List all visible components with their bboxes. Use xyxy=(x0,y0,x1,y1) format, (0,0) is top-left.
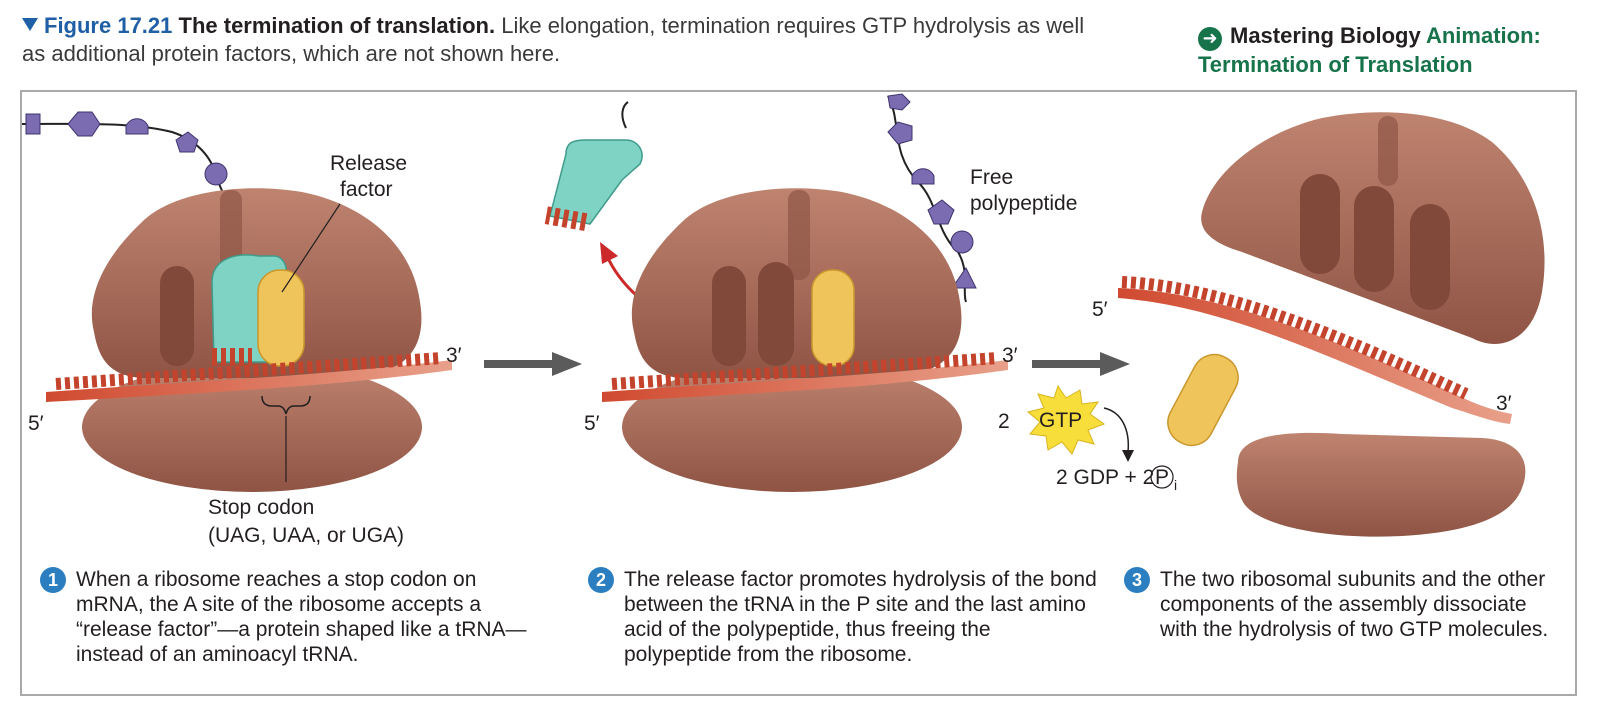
diagram-frame: Release factor Stop codon (UAG, UAA, or … xyxy=(20,90,1577,696)
trna-tail xyxy=(621,101,629,129)
five-prime-label: 5′ xyxy=(584,412,600,435)
arrow-right-circle-icon: ➜ xyxy=(1198,27,1222,51)
mrna-codons xyxy=(611,352,999,390)
e-site xyxy=(160,266,194,366)
figure-title: The termination of translation. xyxy=(178,13,496,38)
gtp-count: 2 xyxy=(998,410,1010,433)
mrna xyxy=(46,360,452,402)
subunit-site xyxy=(1410,204,1450,310)
gtp-burst xyxy=(1026,384,1106,455)
process-arrow-1 xyxy=(484,352,582,376)
panel-2: Free polypeptide 5′ 3′ xyxy=(544,93,1077,492)
stop-codon-brace xyxy=(261,395,311,415)
amino-acid xyxy=(911,168,935,185)
step-2-number: 2 xyxy=(588,567,614,593)
mastering-brand: Mastering Biology xyxy=(1230,23,1421,48)
panel-3: 5′ 3′ xyxy=(1092,112,1545,537)
mrna-codons xyxy=(1121,276,1469,400)
phosphate-p: P xyxy=(1155,466,1169,489)
figure-label: Figure 17.21 xyxy=(44,13,173,38)
free-polypeptide-label-1: Free xyxy=(970,166,1013,189)
step-2: 2 The release factor promotes hydrolysis… xyxy=(588,567,1098,667)
amino-acid xyxy=(67,111,101,137)
stop-codon-label-2: (UAG, UAA, or UGA) xyxy=(208,524,404,547)
hydrolysis-arrow xyxy=(1103,407,1130,453)
triangle-icon xyxy=(22,18,38,31)
three-prime-label: 3′ xyxy=(446,344,462,367)
hydrolysis-arrowhead xyxy=(1122,450,1134,462)
figure-caption-text: Like elongation, termination requires GT… xyxy=(22,13,1085,66)
release-factor-label-1: Release xyxy=(330,152,407,175)
step-1: 1 When a ribosome reaches a stop codon o… xyxy=(40,567,540,667)
five-prime-label: 5′ xyxy=(28,412,44,435)
phosphate-i: i xyxy=(1174,477,1177,493)
amino-acid xyxy=(927,199,955,225)
figure-caption: Figure 17.21 The termination of translat… xyxy=(22,12,1102,68)
mastering-biology-link[interactable]: ➜ Mastering Biology Animation: Terminatio… xyxy=(1198,22,1588,79)
gtp-group: 2 GTP 2 GDP + 2 P i xyxy=(998,384,1177,493)
gtp-label: GTP xyxy=(1039,409,1082,432)
amino-acid xyxy=(175,131,199,153)
p-site xyxy=(758,262,794,366)
amino-acid xyxy=(204,162,228,186)
animation-label: Animation: xyxy=(1425,23,1541,48)
e-site xyxy=(712,266,746,366)
release-factor xyxy=(257,269,305,367)
subunit-site xyxy=(1354,186,1394,292)
trna-anticodon xyxy=(212,348,252,366)
release-factor-pointer xyxy=(281,203,341,293)
mrna xyxy=(602,360,1008,402)
gdp-label: 2 GDP + 2 xyxy=(1056,466,1154,489)
amino-acid xyxy=(887,93,911,111)
termination-diagram: Release factor Stop codon (UAG, UAA, or … xyxy=(22,93,1545,547)
released-trna-anticodon xyxy=(544,206,592,232)
stop-codon-label-1: Stop codon xyxy=(208,496,314,519)
step-3-number: 3 xyxy=(1124,567,1150,593)
panel-1: Release factor Stop codon (UAG, UAA, or … xyxy=(22,111,462,547)
amino-acid xyxy=(950,230,974,254)
step-3: 3 The two ribosomal subunits and the oth… xyxy=(1124,567,1554,642)
step-3-text: The two ribosomal subunits and the other… xyxy=(1160,568,1549,641)
mrna-released xyxy=(1118,288,1512,424)
five-prime-label: 5′ xyxy=(1092,298,1108,321)
free-polypeptide-label-2: polypeptide xyxy=(970,192,1077,215)
mrna-codons xyxy=(55,352,443,390)
step-1-number: 1 xyxy=(40,567,66,593)
amino-acid xyxy=(887,121,913,145)
subunit-site xyxy=(1300,174,1340,274)
release-arrowhead xyxy=(600,242,618,264)
amino-acid xyxy=(25,113,41,135)
exit-tunnel xyxy=(788,190,810,280)
release-factor-free xyxy=(1167,353,1239,447)
amino-acid xyxy=(951,267,977,289)
exit-tunnel xyxy=(1378,116,1398,186)
release-factor xyxy=(811,269,855,367)
animation-title: Termination of Translation xyxy=(1198,52,1473,77)
phosphate-circle xyxy=(1150,465,1174,489)
process-arrow-2 xyxy=(1032,352,1130,376)
amino-acid xyxy=(125,118,149,135)
three-prime-label: 3′ xyxy=(1496,392,1512,415)
three-prime-label: 3′ xyxy=(1002,344,1018,367)
step-1-text: When a ribosome reaches a stop codon on … xyxy=(76,568,527,666)
ribosome-small-subunit-detached xyxy=(1236,432,1526,537)
release-factor-label-2: factor xyxy=(340,178,393,201)
step-2-text: The release factor promotes hydrolysis o… xyxy=(624,568,1097,666)
released-trna xyxy=(549,139,643,225)
